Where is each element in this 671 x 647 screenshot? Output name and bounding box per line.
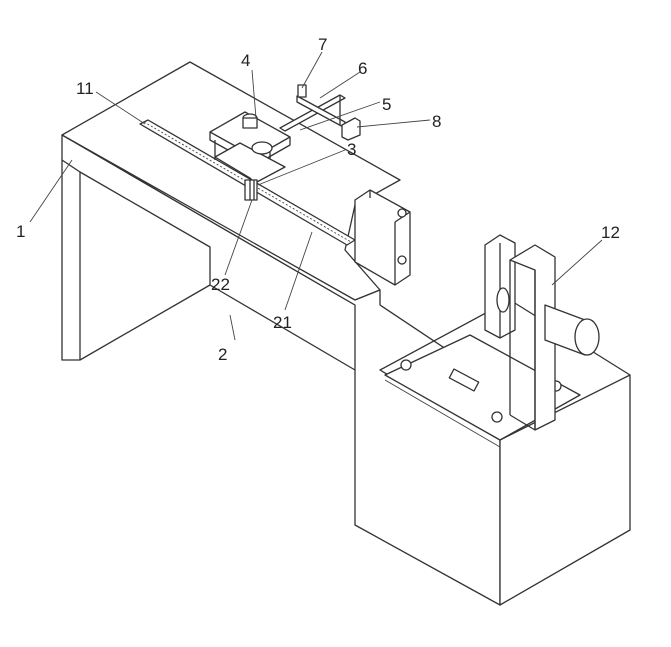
label-21: 21 (273, 313, 292, 332)
label-6: 6 (358, 59, 367, 78)
label-8: 8 (432, 112, 441, 131)
label-1: 1 (16, 222, 25, 241)
label-3: 3 (347, 140, 356, 159)
label-4: 4 (241, 51, 250, 70)
motor (544, 304, 600, 356)
label-12: 12 (601, 223, 620, 242)
label-2: 2 (218, 345, 227, 364)
frame (61, 61, 501, 606)
clamp-blocks (354, 189, 556, 431)
label-11: 11 (76, 79, 94, 98)
label-5: 5 (382, 95, 391, 114)
leader-lines (29, 51, 603, 341)
label-7: 7 (318, 35, 327, 54)
arm-assembly (279, 84, 361, 141)
label-22: 22 (211, 275, 230, 294)
carriage (209, 111, 291, 201)
